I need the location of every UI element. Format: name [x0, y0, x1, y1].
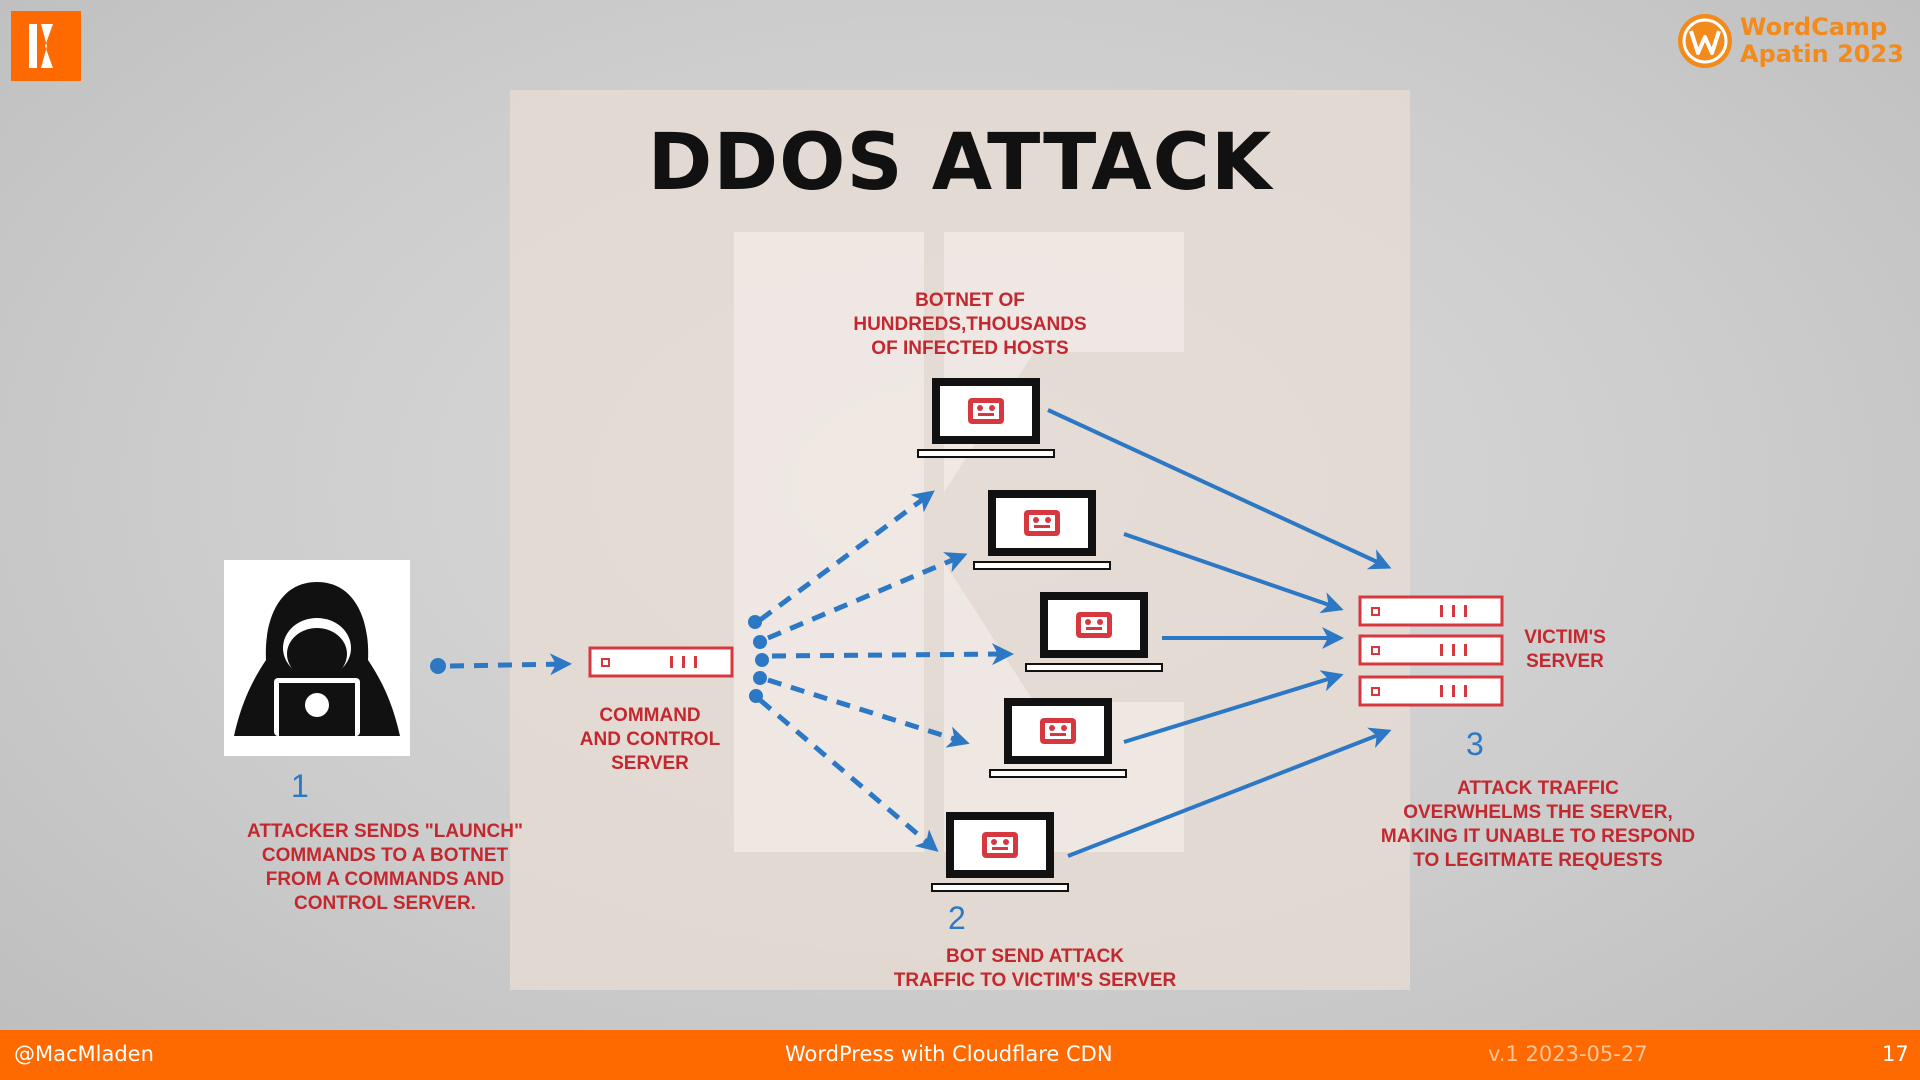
attacker-image [224, 560, 410, 756]
command-control-server-icon [588, 646, 734, 678]
victims-server-label: VICTIM'S SERVER [1524, 627, 1606, 672]
wordpress-icon [1678, 14, 1732, 68]
step-3-number: 3 [1466, 726, 1484, 762]
command-arrows [758, 490, 1014, 852]
victims-server-icon [1358, 595, 1504, 707]
infected-host-1 [917, 377, 1055, 458]
botnet-fanout-dots [748, 615, 769, 703]
watermark-k-glyph [734, 232, 1184, 852]
event-location-year: Apatin 2023 [1740, 40, 1904, 68]
page-number: 17 [1882, 1042, 1909, 1066]
event-name: WordCamp [1740, 13, 1888, 41]
step-2-description: BOT SEND ATTACK TRAFFIC TO VICTIM'S SERV… [893, 946, 1177, 991]
infected-host-5 [931, 811, 1069, 892]
infected-host-2 [973, 489, 1111, 570]
infected-host-3 [1025, 591, 1163, 672]
command-control-label: COMMAND AND CONTROL SERVER [579, 705, 721, 774]
author-handle: @MacMladen [14, 1042, 154, 1066]
wordcamp-logo: WordCamp Apatin 2023 [1676, 12, 1904, 70]
infected-host-4 [989, 697, 1127, 778]
step-1-number: 1 [291, 768, 309, 804]
step-3-description: ATTACK TRAFFIC OVERWHELMS THE SERVER, MA… [1380, 778, 1696, 871]
hooded-hacker-icon [234, 582, 400, 736]
step-2-number: 2 [948, 900, 966, 936]
k-logo-icon [11, 11, 81, 81]
version-date: v.1 2023-05-27 [1488, 1042, 1648, 1066]
attack-traffic-arrows [1047, 408, 1392, 858]
slide-title: DDOS ATTACK [647, 118, 1273, 208]
talk-title: WordPress with Cloudflare CDN [785, 1042, 1113, 1066]
footer-bar: @MacMladen WordPress with Cloudflare CDN… [0, 1030, 1920, 1080]
botnet-label: BOTNET OF HUNDREDS,THOUSANDS OF INFECTED… [853, 290, 1087, 359]
attacker-command-arrow [430, 653, 572, 676]
step-1-description: ATTACKER SENDS "LAUNCH" COMMANDS TO A BO… [247, 821, 523, 914]
